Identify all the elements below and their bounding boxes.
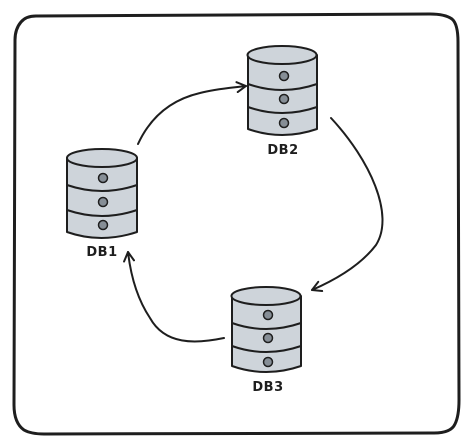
db-dot: [262, 356, 274, 368]
db-dot: [278, 117, 290, 129]
db-dot: [278, 70, 290, 82]
frame-border: [12, 12, 461, 436]
db3-label: DB3: [252, 380, 283, 395]
arrow-db1-to-db2: [137, 81, 247, 145]
arrow-db3-to-db1: [123, 251, 225, 343]
database-icon: [230, 286, 302, 373]
arrow-db2-to-db3: [311, 117, 384, 292]
db-dot: [262, 332, 274, 344]
db-dot: [97, 172, 109, 184]
database-icon: [66, 148, 138, 239]
db2-label: DB2: [267, 143, 298, 158]
db1-node: DB1: [66, 148, 138, 260]
db3-node: DB3: [230, 286, 302, 395]
database-icon: [246, 45, 318, 136]
db2-node: DB2: [246, 45, 318, 158]
db-dot: [278, 93, 290, 105]
db-dot: [97, 196, 109, 208]
db-dot: [97, 219, 109, 231]
db-dot: [262, 309, 274, 321]
db1-label: DB1: [86, 245, 117, 260]
